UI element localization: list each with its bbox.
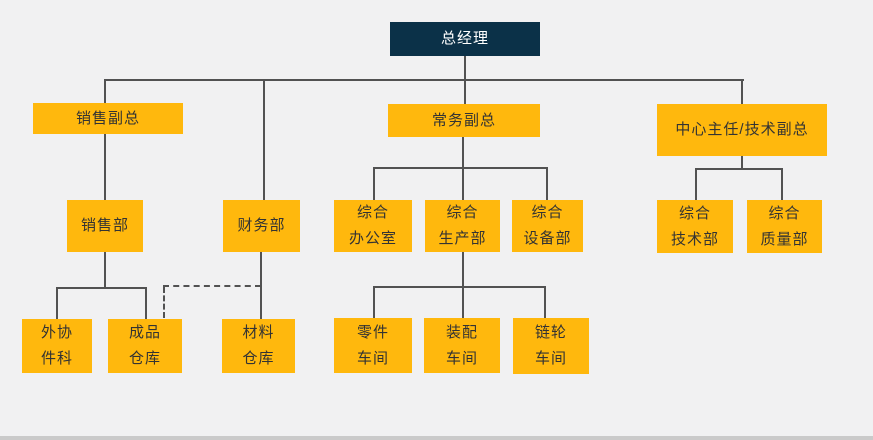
connector-line — [695, 168, 783, 170]
connector-line — [373, 288, 375, 318]
node-production-dept: 综合 生产部 — [425, 200, 500, 252]
node-parts-workshop: 零件 车间 — [334, 318, 412, 373]
connector-line — [741, 156, 743, 169]
node-general-manager: 总经理 — [390, 22, 540, 56]
connector-line — [462, 169, 464, 200]
connector-dashed-line — [163, 287, 165, 318]
connector-line — [462, 288, 464, 318]
connector-line — [464, 56, 466, 79]
node-quality-dept: 综合 质量部 — [747, 200, 822, 253]
node-outsourced-parts-section: 外协 件科 — [22, 319, 92, 373]
node-center-director-technical-vp: 中心主任/技术副总 — [657, 104, 827, 156]
node-sales-dept: 销售部 — [67, 200, 143, 252]
connector-line — [695, 170, 697, 200]
connector-line — [741, 81, 743, 104]
connector-line — [544, 288, 546, 318]
connector-line — [104, 252, 106, 287]
node-equipment-dept: 综合 设备部 — [512, 200, 583, 252]
node-finished-goods-warehouse: 成品 仓库 — [108, 319, 182, 373]
connector-line — [373, 286, 546, 288]
connector-line — [781, 170, 783, 200]
connector-line — [104, 79, 744, 81]
connector-line — [145, 289, 147, 319]
connector-line — [263, 81, 265, 200]
connector-line — [260, 252, 262, 319]
node-technology-dept: 综合 技术部 — [657, 200, 733, 253]
node-executive-vp: 常务副总 — [388, 104, 540, 137]
connector-line — [104, 134, 106, 200]
node-assembly-workshop: 装配 车间 — [424, 318, 500, 373]
connector-dashed-line — [163, 285, 261, 287]
connector-line — [56, 287, 147, 289]
connector-line — [462, 137, 464, 167]
node-sales-vp: 销售副总 — [33, 103, 183, 134]
connector-line — [104, 81, 106, 103]
connector-line — [373, 167, 548, 169]
node-sprocket-workshop: 链轮 车间 — [513, 318, 589, 374]
connector-line — [56, 289, 58, 319]
bottom-scroll-track — [0, 436, 873, 440]
node-material-warehouse: 材料 仓库 — [222, 319, 295, 373]
connector-line — [462, 252, 464, 286]
connector-line — [464, 81, 466, 104]
node-finance-dept: 财务部 — [223, 200, 300, 252]
connector-line — [373, 169, 375, 200]
node-general-office: 综合 办公室 — [334, 200, 412, 252]
connector-line — [546, 169, 548, 200]
